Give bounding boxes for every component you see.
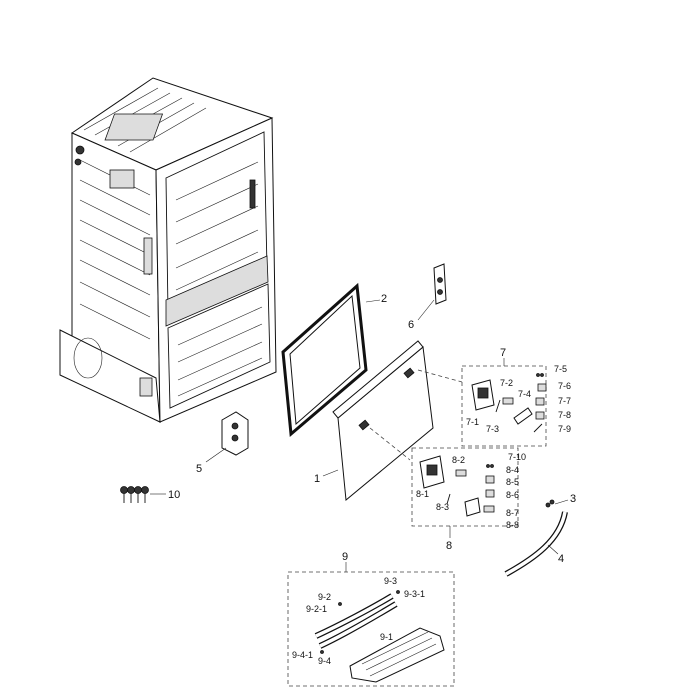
callout-8-5: 8-5 (506, 477, 519, 487)
door-gasket (281, 282, 368, 438)
clip-3 (545, 499, 555, 508)
callout-8-4: 8-4 (506, 465, 519, 475)
callout-9-3-1: 9-3-1 (404, 589, 425, 599)
callout-7-9: 7-9 (558, 424, 571, 434)
callout-8: 8 (446, 540, 452, 552)
callout-9-4: 9-4 (318, 656, 331, 666)
callout-4: 4 (558, 553, 564, 565)
hinge-parts-8 (419, 455, 495, 517)
leader-lines (150, 299, 569, 572)
callout-1: 1 (314, 473, 320, 485)
callout-9-4-1: 9-4-1 (292, 650, 313, 660)
callout-labels: 2 1 3 4 5 6 7 8 9 10 7-1 7-2 7-3 7-4 7-5… (168, 293, 576, 666)
hinge-parts-7 (471, 373, 547, 433)
callout-2: 2 (381, 293, 387, 305)
freezer-door (332, 340, 434, 501)
cover-bracket-5 (221, 411, 249, 456)
callout-9-2: 9-2 (318, 592, 331, 602)
callout-7-1: 7-1 (466, 417, 479, 427)
hinge-assembly-box-8 (411, 447, 519, 527)
refrigerator-cabinet (59, 77, 277, 423)
handle-parts-9 (314, 590, 445, 683)
callout-3: 3 (570, 493, 576, 505)
callout-5: 5 (196, 463, 202, 475)
callout-7-8: 7-8 (558, 410, 571, 420)
callout-8-7: 8-7 (506, 508, 519, 518)
callout-8-6: 8-6 (506, 490, 519, 500)
callout-8-8: 8-8 (506, 520, 519, 530)
callout-8-1: 8-1 (416, 489, 429, 499)
callout-6: 6 (408, 319, 414, 331)
callout-8-3: 8-3 (436, 502, 449, 512)
callout-9-2-1: 9-2-1 (306, 604, 327, 614)
callout-10: 10 (168, 489, 180, 501)
callout-7: 7 (500, 347, 506, 359)
callout-7-10: 7-10 (508, 452, 526, 462)
callout-7-5: 7-5 (554, 364, 567, 374)
callout-9-3: 9-3 (384, 576, 397, 586)
callout-9-1: 9-1 (380, 632, 393, 642)
callout-8-2: 8-2 (452, 455, 465, 465)
screws-10 (120, 486, 149, 503)
callout-7-2: 7-2 (500, 378, 513, 388)
callout-7-6: 7-6 (558, 381, 571, 391)
callout-7-7: 7-7 (558, 396, 571, 406)
handle-trim-4 (504, 511, 568, 577)
callout-9: 9 (342, 551, 348, 563)
callout-7-3: 7-3 (486, 424, 499, 434)
cover-bracket-6 (433, 263, 447, 305)
callout-7-4: 7-4 (518, 389, 531, 399)
